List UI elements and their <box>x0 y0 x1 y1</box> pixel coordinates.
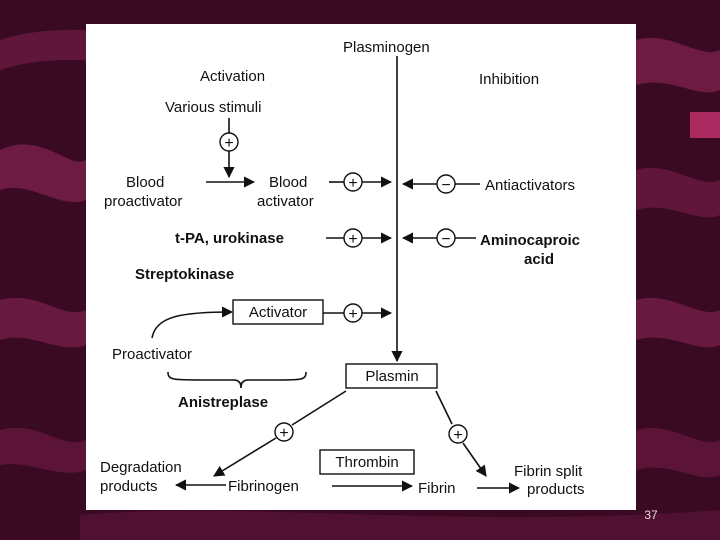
anistreplase-label: Anistreplase <box>178 394 268 411</box>
degradation-products-label-line2: products <box>100 478 158 495</box>
antiactivators-label: Antiactivators <box>485 177 575 194</box>
streptokinase-label: Streptokinase <box>135 266 234 283</box>
aminocaproic-acid-label-line2: acid <box>524 251 554 268</box>
fibrinogen-label: Fibrinogen <box>228 478 299 495</box>
background-swoosh <box>636 37 720 93</box>
inhibition-label: Inhibition <box>479 71 539 88</box>
plasmin-box <box>345 363 438 389</box>
background-swoosh <box>80 510 720 540</box>
degradation-sign-circle <box>274 422 294 442</box>
streptokinase-curve <box>151 306 234 339</box>
activator-sign: + <box>348 306 357 323</box>
background-swoosh <box>0 427 86 473</box>
degradation-sign: + <box>279 425 288 442</box>
aminocaproic-sign: − <box>441 231 450 248</box>
background-swoosh <box>636 427 720 478</box>
blood-activator-sign: + <box>348 175 357 192</box>
fibrinolysis-diagram: Plasminogen Activation Inhibition Variou… <box>100 39 585 498</box>
blood-activator-label: Blood <box>269 174 307 191</box>
diagram-panel: Plasminogen Activation Inhibition Variou… <box>86 24 636 510</box>
activator-label: Activator <box>249 304 307 321</box>
activation-label: Activation <box>200 68 265 85</box>
plasmin-to-fibrin-split-line <box>435 390 453 425</box>
thrombin-box <box>319 449 415 475</box>
blood-activator-label-line2: activator <box>257 193 314 210</box>
anistreplase-brace <box>167 371 307 389</box>
fibrin-split-sign-circle <box>448 424 468 444</box>
degradation-products-label: Degradation <box>100 459 182 476</box>
activator-box <box>232 299 324 325</box>
background-swoosh <box>0 297 86 348</box>
background-accent <box>690 112 720 138</box>
fibrin-split-products-label-line2: products <box>527 481 585 498</box>
various-stimuli-label: Various stimuli <box>165 99 261 116</box>
plasmin-label: Plasmin <box>365 368 418 385</box>
stimuli-sign: + <box>224 135 233 152</box>
fibrin-split-sign: + <box>453 427 462 444</box>
tpa-sign: + <box>348 231 357 248</box>
plasmin-to-degradation-line <box>291 390 347 426</box>
slide-number: 37 <box>644 508 658 522</box>
plasminogen-label: Plasminogen <box>343 39 430 56</box>
thrombin-label: Thrombin <box>335 454 398 471</box>
background-swoosh <box>636 167 720 218</box>
background-swoosh <box>636 297 720 348</box>
proactivator-label: Proactivator <box>112 346 192 363</box>
antiactivators-sign: − <box>441 177 450 194</box>
fibrin-split-products-label: Fibrin split <box>514 463 583 480</box>
blood-proactivator-label: Blood <box>126 174 164 191</box>
aminocaproic-acid-label: Aminocaproic <box>480 232 580 249</box>
degradation-arrow <box>213 437 277 477</box>
fibrin-split-arrow <box>462 442 487 477</box>
blood-proactivator-label-line2: proactivator <box>104 193 182 210</box>
background-swoosh <box>0 144 86 203</box>
tpa-urokinase-label: t-PA, urokinase <box>175 230 284 247</box>
fibrin-label: Fibrin <box>418 480 456 497</box>
